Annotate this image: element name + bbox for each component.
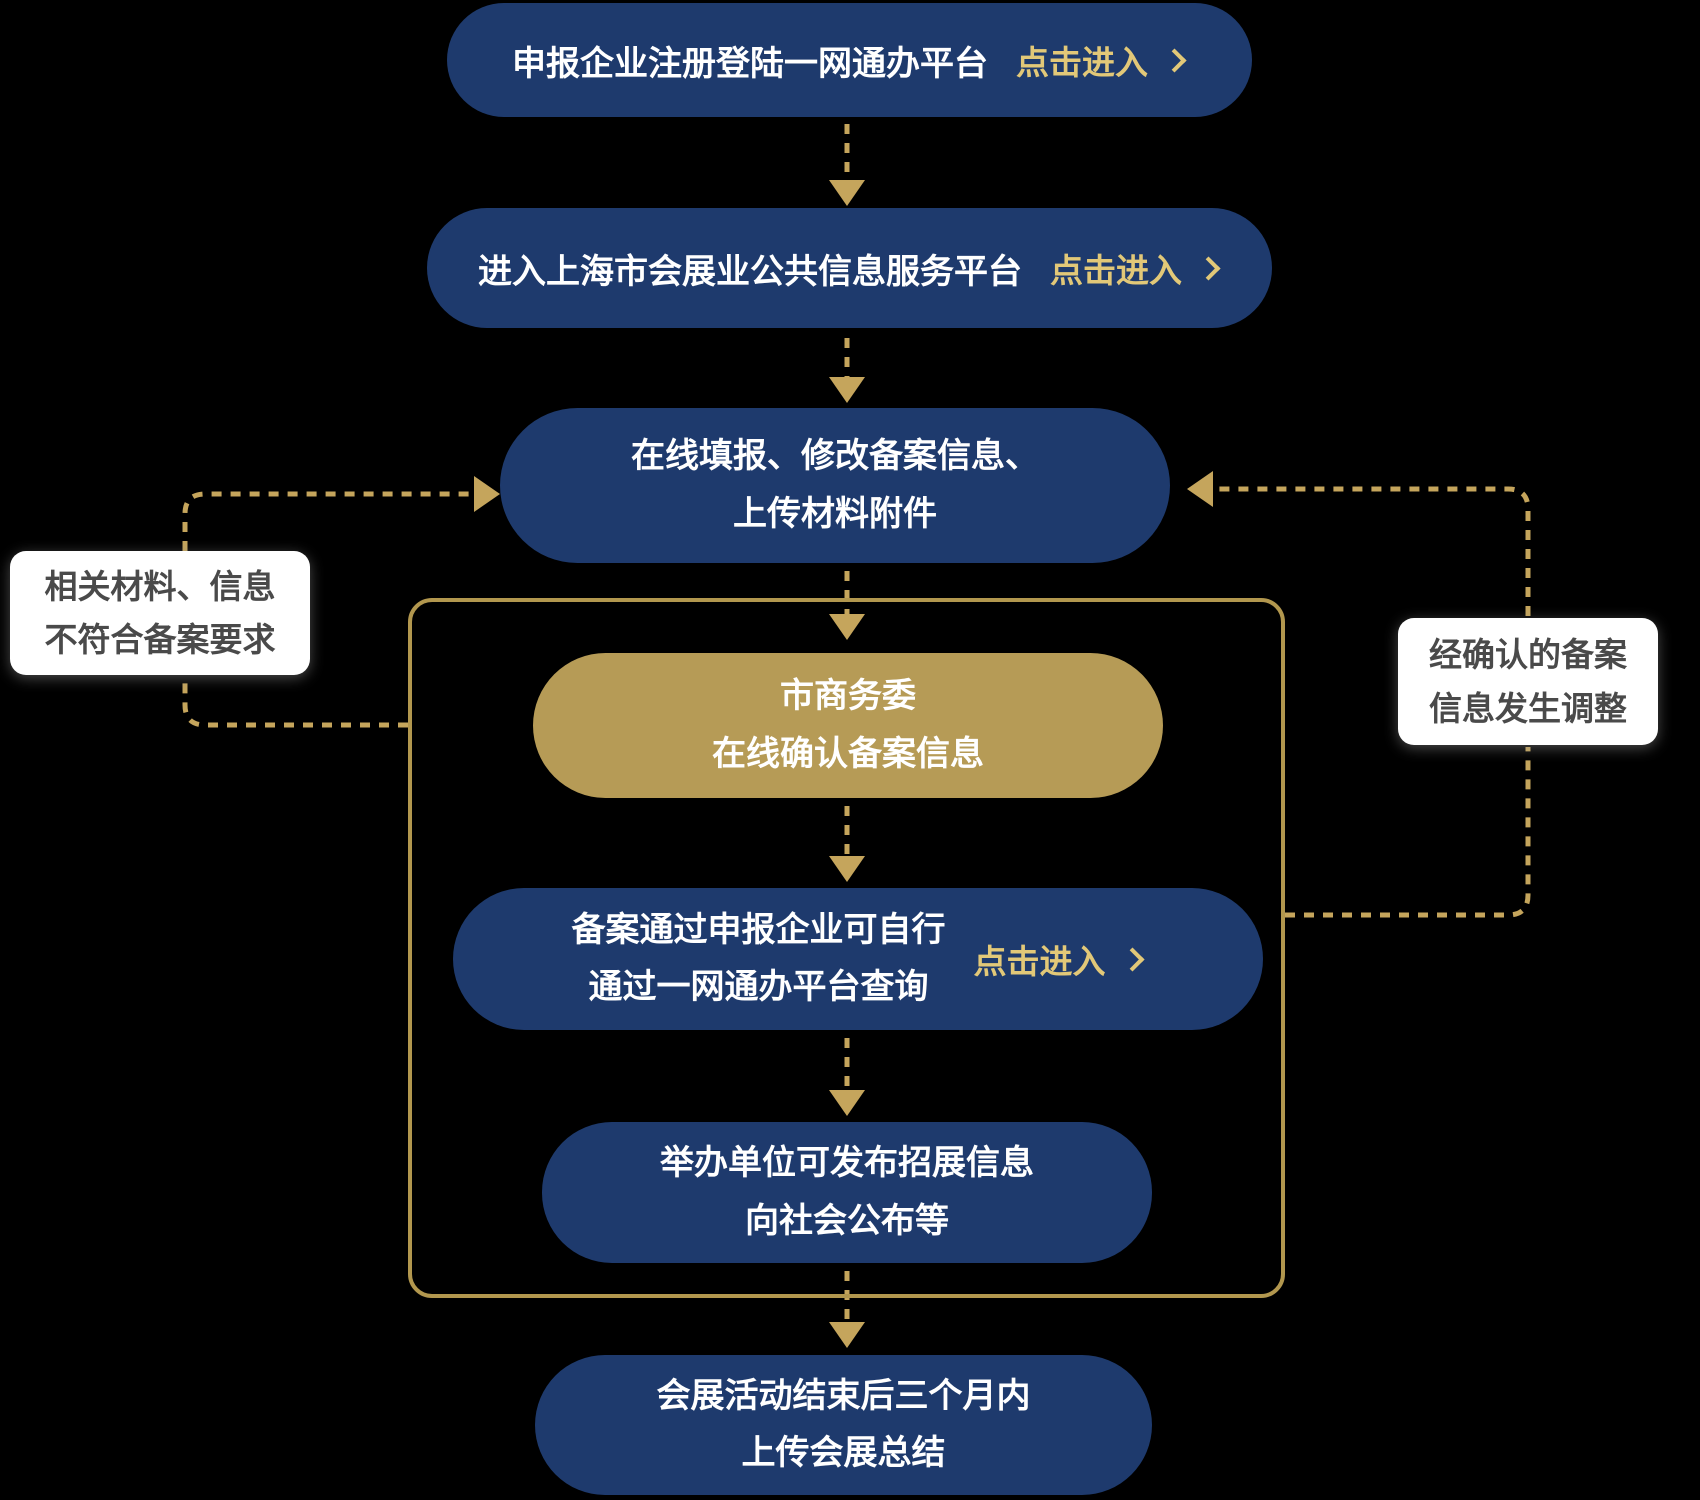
arrowhead-left-into-fill (474, 476, 500, 512)
callout-reject-line1: 相关材料、信息 (44, 566, 276, 606)
node-register: 申报企业注册登陆一网通办平台 点击进入 (447, 3, 1252, 117)
chevron-right-icon (1119, 946, 1145, 972)
loop-left-from-frame (182, 677, 408, 728)
callout-reject: 相关材料、信息 不符合备案要求 (10, 551, 310, 675)
callout-adjust-text: 经确认的备案 信息发生调整 (1429, 628, 1627, 735)
node-publish-line1: 举办单位可发布招展信息 (660, 1143, 1034, 1184)
callout-reject-text: 相关材料、信息 不符合备案要求 (45, 560, 276, 667)
node-query-line1: 备案通过申报企业可自行 (571, 909, 946, 950)
arrowhead-right-into-fill (1187, 471, 1213, 507)
node-summary-text: 会展活动结束后三个月内 上传会展总结 (657, 1368, 1031, 1482)
node-publish-line2: 向社会公布等 (745, 1200, 949, 1241)
node-commerce-confirm-line2: 在线确认备案信息 (712, 733, 984, 774)
callout-adjust: 经确认的备案 信息发生调整 (1398, 618, 1658, 745)
arrowhead-query-to-publish (829, 1090, 865, 1116)
callout-adjust-line2: 信息发生调整 (1429, 688, 1627, 728)
register-enter-link[interactable]: 点击进入 (1016, 36, 1187, 84)
platform-enter-link-label: 点击进入 (1050, 251, 1182, 290)
loop-right-from-frame (1285, 747, 1531, 918)
node-commerce-confirm-line1: 市商务委 (780, 676, 916, 717)
arrowhead-publish-to-summary (829, 1322, 865, 1348)
node-fill-info-line2: 上传材料附件 (733, 493, 937, 534)
node-fill-info-text: 在线填报、修改备案信息、 上传材料附件 (631, 428, 1039, 542)
callout-adjust-line1: 经确认的备案 (1429, 635, 1627, 675)
query-enter-link[interactable]: 点击进入 (974, 935, 1145, 983)
node-register-label: 申报企业注册登陆一网通办平台 (512, 43, 988, 84)
callout-reject-line2: 不符合备案要求 (44, 620, 276, 659)
node-commerce-confirm: 市商务委 在线确认备案信息 (533, 653, 1163, 798)
node-fill-info-line1: 在线填报、修改备案信息、 (631, 436, 1039, 477)
platform-enter-link[interactable]: 点击进入 (1050, 244, 1221, 292)
node-publish-text: 举办单位可发布招展信息 向社会公布等 (660, 1135, 1034, 1249)
query-enter-link-label: 点击进入 (973, 942, 1106, 981)
node-platform: 进入上海市会展业公共信息服务平台 点击进入 (427, 208, 1272, 328)
chevron-right-icon (1196, 255, 1221, 281)
arrowhead-register-to-platform (829, 180, 865, 206)
chevron-right-icon (1162, 47, 1187, 73)
node-query-text: 备案通过申报企业可自行 通过一网通办平台查询 (572, 902, 946, 1016)
node-fill-info: 在线填报、修改备案信息、 上传材料附件 (500, 408, 1170, 563)
register-enter-link-label: 点击进入 (1016, 43, 1148, 82)
loop-right-to-fill (1213, 486, 1531, 616)
node-summary-line1: 会展活动结束后三个月内 (656, 1375, 1031, 1416)
node-summary: 会展活动结束后三个月内 上传会展总结 (535, 1355, 1152, 1495)
process-frame (408, 598, 1285, 1298)
node-summary-line2: 上传会展总结 (741, 1433, 946, 1473)
arrowhead-fill-to-confirm (829, 614, 865, 640)
node-platform-label: 进入上海市会展业公共信息服务平台 (478, 251, 1022, 292)
node-publish: 举办单位可发布招展信息 向社会公布等 (542, 1122, 1152, 1263)
loop-left-to-fill (182, 491, 472, 551)
arrowhead-confirm-to-query (829, 856, 865, 882)
node-commerce-confirm-text: 市商务委 在线确认备案信息 (712, 668, 984, 782)
node-query-line2: 通过一网通办平台查询 (588, 967, 929, 1007)
arrowhead-platform-to-fill (829, 377, 865, 403)
node-query: 备案通过申报企业可自行 通过一网通办平台查询 点击进入 (453, 888, 1263, 1030)
